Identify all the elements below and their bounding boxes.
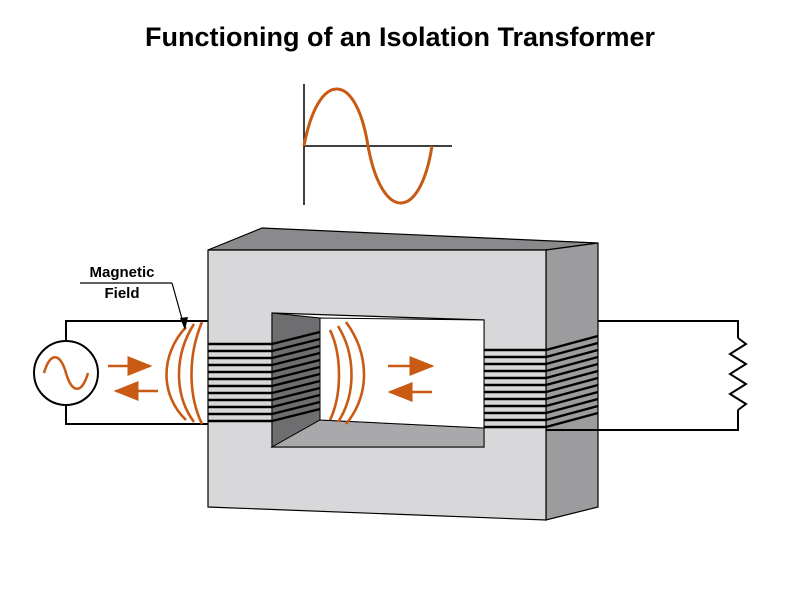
sine-wave-icon <box>302 84 452 205</box>
magnetic-field-label-line1: Magnetic <box>89 264 154 281</box>
diagram-title: Functioning of an Isolation Transformer <box>144 22 656 52</box>
primary-coil <box>208 330 321 423</box>
magnetic-field-label-line2: Field <box>104 285 139 302</box>
current-arrows-secondary <box>387 356 435 402</box>
magnetic-field-lines-core <box>328 321 366 425</box>
magnetic-field-label: Magnetic Field <box>80 264 188 330</box>
primary-circuit <box>65 320 208 425</box>
current-arrows-primary <box>108 356 158 401</box>
transformer-core <box>207 227 599 521</box>
secondary-circuit <box>546 320 739 431</box>
secondary-coil <box>484 334 599 429</box>
resistor-icon <box>728 337 748 411</box>
ac-source-icon <box>33 340 99 406</box>
magnetic-field-lines-primary <box>165 321 204 425</box>
